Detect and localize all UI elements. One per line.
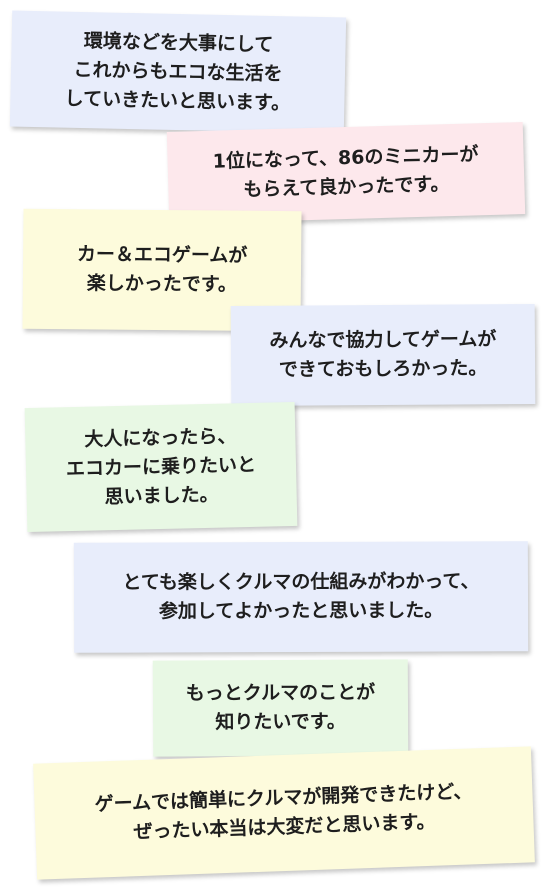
comment-text-8: ゲームでは簡単にクルマが開発できたけど、 ぜったい本当は大変だと思います。 (94, 780, 473, 844)
comment-note-7: もっとクルマのことが 知りたいです。 (152, 659, 409, 757)
comment-text-4: みんなで協力してゲームが できておもしろかった。 (269, 328, 497, 381)
comment-note-4: みんなで協力してゲームが できておもしろかった。 (230, 303, 536, 407)
comment-note-5: 大人になったら、 エコカーに乗りたいと 思いました。 (24, 401, 298, 533)
comment-note-8: ゲームでは簡単にクルマが開発できたけど、 ぜったい本当は大変だと思います。 (33, 746, 535, 880)
comment-note-2: 1位になって、86のミニカーが もらえて良かったです。 (166, 122, 526, 224)
comment-note-1: 環境などを大事にして これからもエコな生活を していきたいと思います。 (9, 10, 347, 134)
comment-text-3: カー＆エコゲームが 楽しかったです。 (76, 243, 248, 296)
comment-text-6: とても楽しくクルマの仕組みがわかって、 参加してよかったと思いました。 (122, 570, 480, 623)
comment-text-5: 大人になったら、 エコカーに乗りたいと 思いました。 (65, 424, 257, 508)
comment-text-7: もっとクルマのことが 知りたいです。 (185, 681, 376, 734)
comment-note-6: とても楽しくクルマの仕組みがわかって、 参加してよかったと思いました。 (73, 541, 529, 653)
comment-text-1: 環境などを大事にして これからもエコな生活を していきたいと思います。 (64, 29, 291, 114)
comment-text-2: 1位になって、86のミニカーが もらえて良かったです。 (212, 143, 479, 201)
